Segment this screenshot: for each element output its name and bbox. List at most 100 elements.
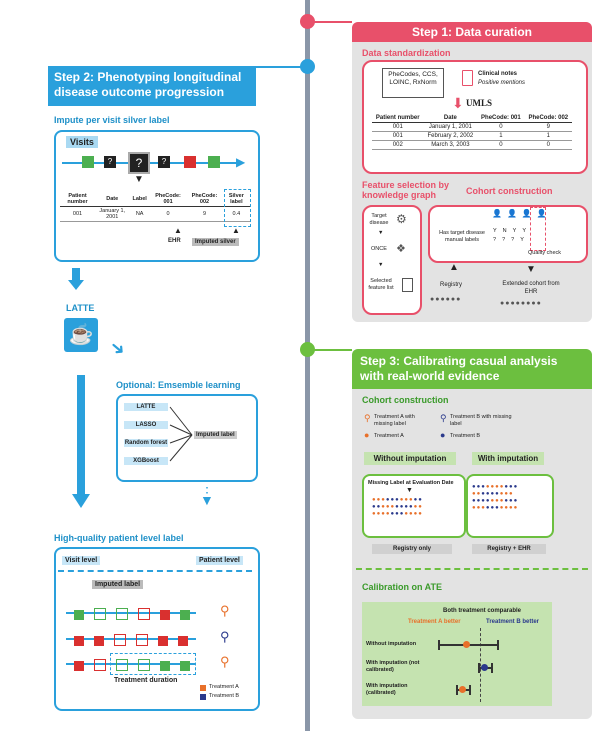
cell: 0: [149, 206, 187, 222]
visit-red: [184, 156, 196, 168]
ci-cap: [438, 640, 440, 650]
label-cell: ?: [502, 237, 512, 243]
null-line: [480, 628, 481, 702]
cell: 1: [524, 131, 572, 141]
registry-people-icon: ●●●●●●: [430, 296, 462, 303]
arrow-down-small: ▼: [378, 230, 384, 236]
quality-highlight: [530, 207, 546, 251]
point-without: [463, 641, 470, 648]
step1-node: [300, 14, 315, 29]
a-better-label: Treatment A better: [408, 619, 461, 625]
arrow-down-icon: ▼: [406, 487, 413, 494]
label-cell: Y: [512, 228, 523, 234]
umls-label: UMLS: [466, 98, 493, 108]
dashed-arrow-icon: ➜: [105, 335, 131, 361]
cell: 1: [477, 131, 525, 141]
arrow-down-icon: ▼: [526, 264, 536, 275]
row-without: Without imputation: [366, 641, 417, 647]
network-icon: ❖: [396, 243, 406, 255]
step1-header: Step 1: Data curation: [352, 22, 592, 42]
label-cell: Y: [493, 228, 503, 234]
feature-selection-box: [362, 205, 422, 315]
labels-row2: ???Y: [493, 237, 530, 243]
cohort-title: Cohort construction: [362, 395, 449, 405]
cell: 0.4: [222, 206, 250, 222]
step3-node: [300, 342, 315, 357]
visit-boxes-row-1: [74, 607, 190, 625]
legend-a-missing: Treatment A with missing label: [374, 414, 415, 427]
gear-icon: ⚙: [396, 212, 407, 226]
hq-box: [54, 547, 260, 711]
visit-unknown: ?: [158, 156, 170, 168]
flow-arrow-icon: [72, 268, 80, 282]
cell: 0: [524, 140, 572, 150]
codes-text: PheCodes, CCS, LOINC, RxNorm: [388, 71, 438, 86]
positive-mentions-label: Positive mentions: [478, 80, 526, 86]
cell: NA: [129, 206, 150, 222]
selected-feature-label: Selected feature list: [368, 278, 394, 291]
th: Label: [129, 192, 150, 207]
list-icon: [402, 278, 413, 292]
without-box: [362, 474, 466, 538]
ci-cap: [478, 663, 480, 673]
arrow-up-icon: ▲: [174, 226, 182, 235]
dashed-divider: [58, 570, 252, 572]
treatment-duration-label: Treatment duration: [114, 677, 178, 684]
step3-dashed-divider: [356, 568, 588, 570]
target-disease-label: Target disease: [369, 213, 389, 226]
imputed-label-box: Imputed label: [194, 431, 237, 439]
step2-header: Step 2: Phenotyping longitudinal disease…: [48, 66, 256, 106]
arrow-up-icon: ▲: [449, 262, 459, 273]
registry-label: Registry: [440, 282, 463, 288]
label-cell: ?: [493, 237, 503, 243]
legend-a: Treatment A: [374, 433, 404, 439]
ci-cap: [491, 663, 493, 673]
treatment-b-swatch: [200, 694, 206, 700]
legend-b-missing: Treatment B with missing label: [450, 414, 512, 427]
step2-title: Step 2: Phenotyping longitudinal disease…: [54, 70, 242, 99]
arrow-right-icon: ▶: [236, 155, 246, 169]
feature-selection-title: Feature selection by knowledge graph: [362, 180, 450, 200]
both-comparable-label: Both treatment comparable: [442, 608, 521, 614]
cell: 001: [372, 131, 424, 141]
silver-highlight: [224, 189, 251, 227]
cell: 001: [372, 122, 424, 132]
th: PheCode: 001: [149, 192, 187, 207]
codes-box: PheCodes, CCS, LOINC, RxNorm: [382, 68, 444, 98]
long-flow-arrow: [77, 375, 85, 495]
row-calibrated: With imputation (calibrated): [366, 683, 408, 696]
labels-row1: YNYY: [493, 228, 532, 234]
step3-title: Step 3: Calibrating casual analysis with…: [360, 354, 558, 383]
flow-arrow-head: [68, 280, 84, 290]
person-icon-b: ⚲: [220, 629, 230, 644]
treatment-duration-box: [110, 653, 196, 675]
cell: February 2, 2002: [423, 131, 478, 141]
arrow-down-small: ▼: [378, 262, 384, 268]
imputed-label-chip: Imputed label: [92, 580, 144, 589]
registry-ehr-label: Registry + EHR: [472, 544, 546, 554]
visit-unknown: ?: [104, 156, 116, 168]
hq-title: High-quality patient level label: [54, 533, 184, 543]
down-arrow-icon: ⬇: [452, 95, 464, 111]
treatment-b-legend: Treatment B: [209, 693, 240, 699]
arrow-up-icon: ▲: [232, 226, 240, 235]
timeline-row-2: [66, 638, 196, 640]
without-imputation-label: Without imputation: [364, 452, 456, 465]
th: PheCode: 001: [477, 114, 525, 123]
ci-cap: [469, 685, 471, 695]
visit-boxes-row-3: [74, 658, 190, 676]
th: Patient number: [372, 114, 424, 123]
cell: 001: [60, 206, 96, 222]
timeline-row-3: [66, 663, 196, 665]
label-cell: Y: [520, 237, 530, 243]
th: Date: [95, 192, 130, 207]
row-not-calibrated: With imputation (not calibrated): [366, 660, 420, 673]
clinical-notes-label: Clinical notes: [478, 71, 518, 77]
visit-boxes-row-2: [74, 633, 188, 651]
point-not-calibrated: [481, 664, 488, 671]
data-standardization-title: Data standardization: [362, 48, 451, 58]
visits-label: Visits: [66, 136, 98, 148]
once-label: ONCE: [371, 246, 387, 252]
